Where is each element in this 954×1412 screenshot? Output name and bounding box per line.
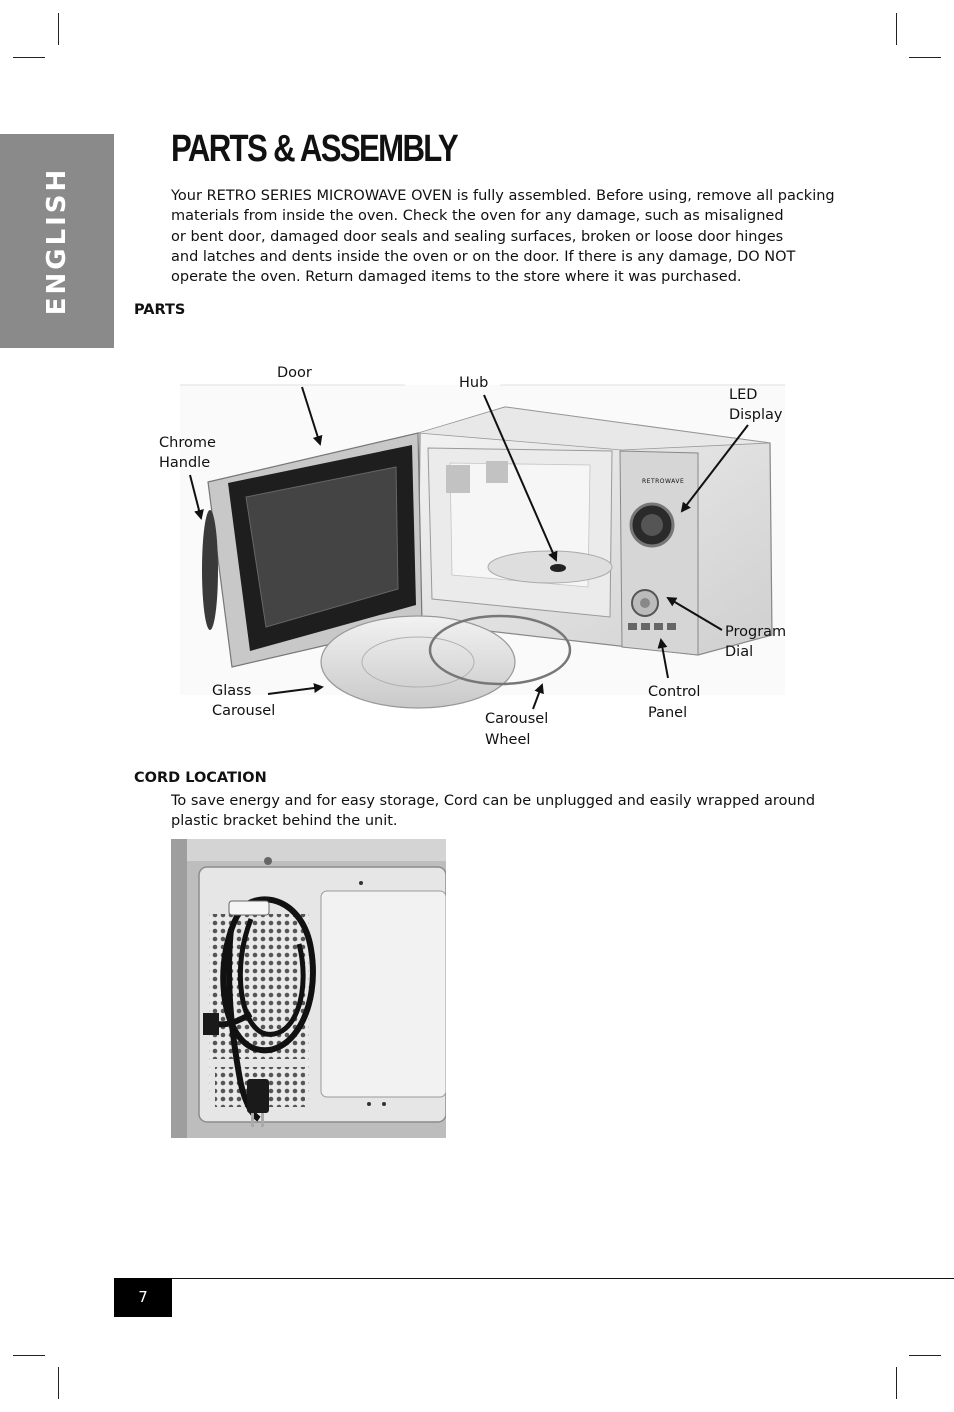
label-led: LED [729,387,757,403]
arrow-hub [483,394,558,562]
page-title: PARTS & ASSEMBLY [171,128,459,170]
language-tab-label: ENGLISH [42,166,72,316]
glass-carousel [320,615,516,709]
label-glass: Glass [212,683,251,699]
label-control: Control [648,684,700,700]
label-display: Display [729,407,783,423]
cord-location-heading: CORD LOCATION [134,770,267,786]
label-door: Door [277,365,312,381]
intro-line: and latches and dents inside the oven or… [171,248,796,265]
crop-mark [909,57,941,58]
cord-line: To save energy and for easy storage, Cor… [171,793,816,809]
arrow-chrome-handle [189,474,204,520]
arrow-glass-carousel [267,683,324,695]
parts-heading: PARTS [134,302,186,318]
crop-mark [13,57,45,58]
arrow-program-dial [666,596,723,631]
label-chrome: Chrome [159,435,216,451]
arrow-led-display [680,424,749,513]
crop-mark [896,1367,897,1399]
crop-mark [896,13,897,45]
microwave-door [202,432,423,668]
cord-paragraph: To save energy and for easy storage, Cor… [171,791,821,832]
cord-line: plastic bracket behind the unit. [171,813,398,830]
arrow-door [301,386,323,446]
label-program: Program [725,624,786,640]
label-panel: Panel [648,705,687,721]
label-handle: Handle [159,455,210,471]
crop-mark [58,1367,59,1399]
label-dial: Dial [725,644,753,660]
arrow-control-panel [657,638,669,679]
language-tab: ENGLISH [0,134,114,348]
microwave-parts-diagram: RETROWAVE Door Hub LED Display Chrome Ha… [159,365,786,748]
crop-mark [58,13,59,45]
footer-rule [114,1278,954,1279]
intro-line: Your RETRO SERIES MICROWAVE OVEN is full… [171,188,835,204]
label-carousel: Carousel [212,703,275,719]
arrow-carousel-wheel [532,683,544,710]
cord-storage-photo [171,839,446,1138]
page-number: 7 [114,1278,172,1317]
panel-brand-label: RETROWAVE [642,478,684,485]
crop-mark [909,1355,941,1356]
intro-line: or bent door, damaged door seals and sea… [171,228,784,245]
intro-line: operate the oven. Return damaged items t… [171,269,742,286]
label-hub: Hub [459,375,488,391]
intro-line: materials from inside the oven. Check th… [171,208,784,225]
label-wheel: Wheel [485,732,530,748]
crop-mark [13,1355,45,1356]
label-carousel-wheel: Carousel [485,711,548,727]
carousel-wheel [428,614,572,686]
intro-paragraph: Your RETRO SERIES MICROWAVE OVEN is full… [171,186,835,287]
